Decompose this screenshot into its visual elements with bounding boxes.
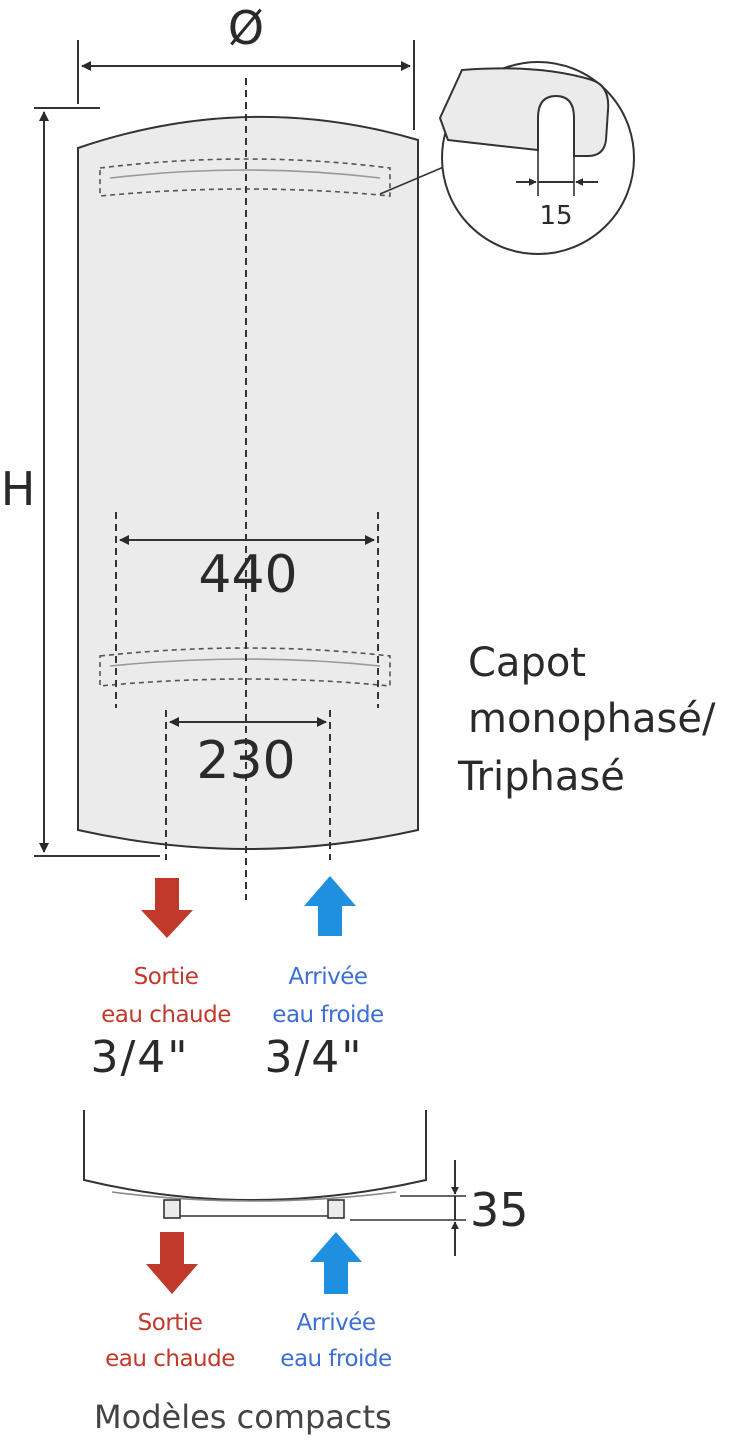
- compact-cold-water-arrow: [310, 1232, 362, 1294]
- compact-tank-base: [111, 1191, 397, 1202]
- dimension-440-label: 440: [198, 545, 297, 605]
- compact-tank-bottom: [83, 1110, 427, 1201]
- cold-inlet-label-line2: eau froide: [272, 1002, 383, 1028]
- slot-15-label: 15: [539, 201, 572, 231]
- compact-cold-label-line1: Arrivée: [296, 1310, 375, 1336]
- detail-slot-part: [438, 67, 610, 157]
- base-35-label: 35: [470, 1183, 529, 1237]
- diameter-label: Ø: [228, 1, 264, 55]
- upper-bracket: [99, 158, 391, 197]
- compact-models-caption: Modèles compacts: [94, 1398, 392, 1436]
- compact-hot-label-line1: Sortie: [138, 1310, 203, 1336]
- hot-water-arrow: [141, 878, 193, 938]
- hot-outlet-label-line1: Sortie: [134, 964, 199, 990]
- compact-hot-water-arrow: [146, 1232, 198, 1294]
- cold-water-arrow: [304, 876, 356, 936]
- tank-body: [77, 115, 419, 850]
- hot-outlet-label-line2: eau chaude: [101, 1002, 231, 1028]
- compact-cold-fitting: [327, 1199, 345, 1219]
- compact-hot-fitting: [163, 1199, 181, 1219]
- dimension-230-label: 230: [196, 731, 295, 791]
- compact-cold-label-line2: eau froide: [280, 1346, 391, 1372]
- cold-thread-size: 3/4": [264, 1032, 363, 1083]
- cover-label-line3: Triphasé: [457, 754, 625, 800]
- cover-label-line1: Capot: [468, 640, 586, 686]
- cover-label-line2: monophasé/: [468, 696, 716, 742]
- detail-leader: [379, 165, 447, 195]
- cold-inlet-label-line1: Arrivée: [288, 964, 367, 990]
- compact-hot-label-line2: eau chaude: [105, 1346, 235, 1372]
- hot-thread-size: 3/4": [90, 1032, 189, 1083]
- height-label: H: [1, 462, 36, 516]
